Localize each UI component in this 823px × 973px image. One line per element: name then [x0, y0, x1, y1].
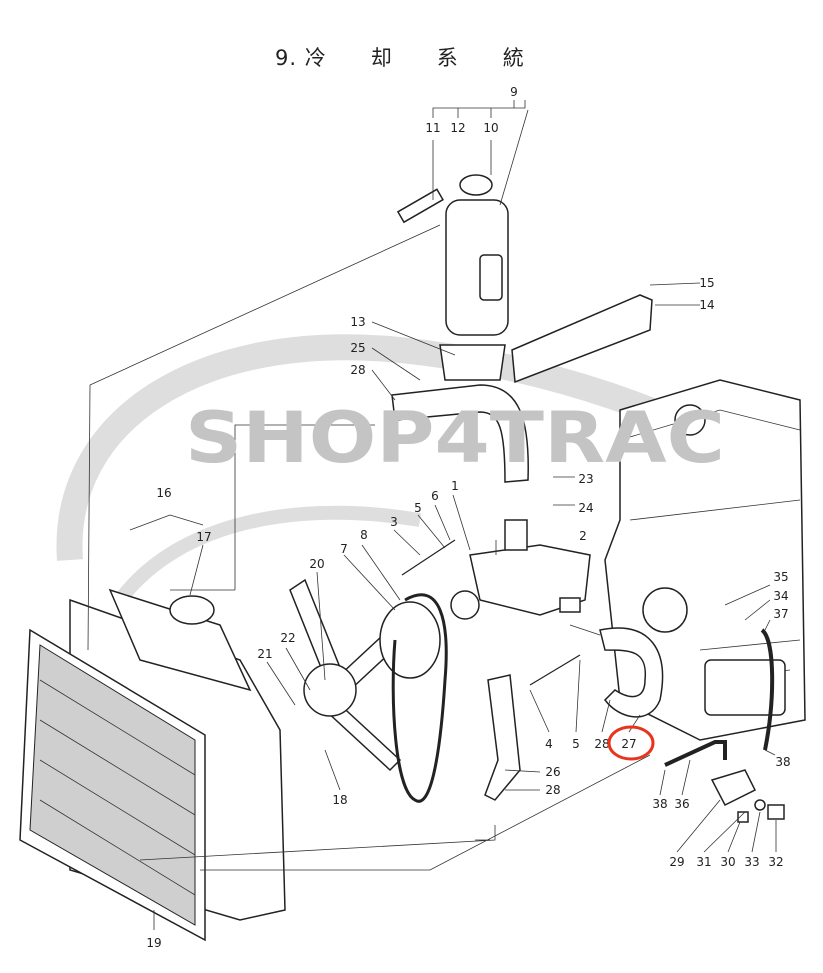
callout-12: 12 [450, 121, 465, 135]
callout-35: 35 [773, 570, 788, 584]
callout-38b: 38 [652, 797, 667, 811]
callout-6: 6 [431, 489, 439, 503]
callout-19: 19 [146, 936, 161, 950]
callout-36: 36 [674, 797, 689, 811]
callout-17: 17 [196, 530, 211, 544]
highlight-circle-part-27 [607, 725, 655, 761]
callout-2: 2 [579, 529, 587, 543]
callout-28c: 28 [545, 783, 560, 797]
callout-34: 34 [773, 589, 788, 603]
callout-14: 14 [699, 298, 714, 312]
drain-assembly [710, 769, 785, 823]
fan-belt [391, 593, 448, 803]
callout-20: 20 [309, 557, 324, 571]
callout-10: 10 [483, 121, 498, 135]
callout-32: 32 [768, 855, 783, 869]
callout-24: 24 [578, 501, 593, 515]
cooling-fan [289, 578, 421, 772]
callout-21: 21 [257, 647, 272, 661]
callout-11: 11 [425, 121, 440, 135]
leader-lines [129, 100, 777, 930]
callout-29: 29 [669, 855, 684, 869]
callout-28: 28 [350, 363, 365, 377]
radiator [19, 588, 286, 942]
callout-38: 38 [775, 755, 790, 769]
callout-4: 4 [545, 737, 553, 751]
callout-25: 25 [350, 341, 365, 355]
callout-13: 13 [350, 315, 365, 329]
callout-30: 30 [720, 855, 735, 869]
bracket [511, 294, 653, 384]
diagram-title: 9. 冷 却 系 統 [275, 46, 525, 70]
water-pump [450, 519, 591, 620]
callout-22: 22 [280, 631, 295, 645]
callout-5: 5 [414, 501, 422, 515]
callout-26: 26 [545, 765, 560, 779]
watermark-logo: SHOP4TRAC [185, 397, 725, 479]
upper-hose [391, 384, 529, 483]
callout-8: 8 [360, 528, 368, 542]
callout-31: 31 [696, 855, 711, 869]
pipe-37 [760, 628, 775, 751]
callout-labels: 9 11 12 10 15 14 13 25 28 23 24 16 17 1 … [146, 85, 790, 950]
callout-7: 7 [340, 542, 348, 556]
callout-18: 18 [332, 793, 347, 807]
callout-3: 3 [390, 515, 398, 529]
callout-9: 9 [510, 85, 518, 99]
callout-27: 27 [621, 737, 636, 751]
callout-33: 33 [744, 855, 759, 869]
reserve-tank [396, 174, 509, 381]
callout-1: 1 [451, 479, 459, 493]
callout-23: 23 [578, 472, 593, 486]
pipe-36 [664, 740, 727, 767]
callout-5b: 5 [572, 737, 580, 751]
hose-27 [599, 627, 664, 718]
callout-37: 37 [773, 607, 788, 621]
fan-pulley [379, 601, 441, 679]
flow-lines [87, 224, 651, 871]
lower-hose [484, 674, 521, 801]
callout-15: 15 [699, 276, 714, 290]
callout-28b: 28 [594, 737, 609, 751]
callout-16: 16 [156, 486, 171, 500]
